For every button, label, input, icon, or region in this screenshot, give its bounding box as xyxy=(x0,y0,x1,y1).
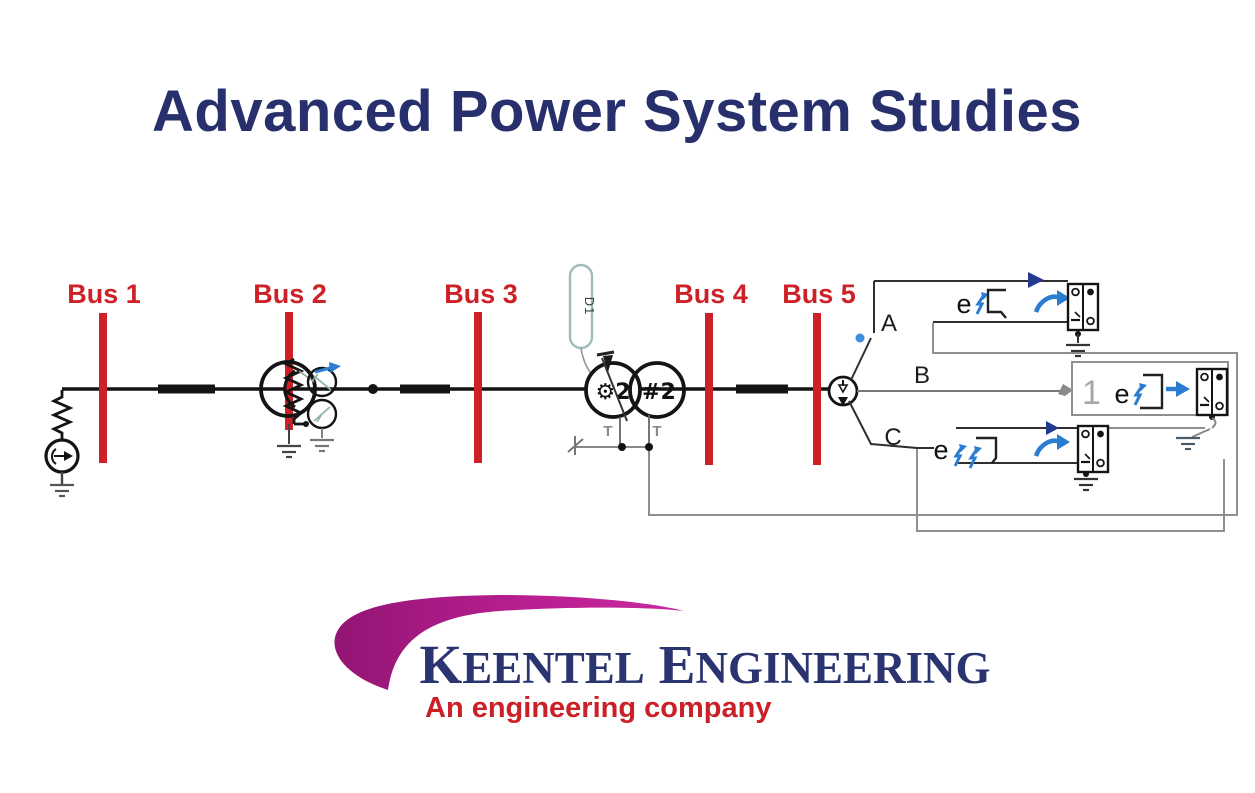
feedback-wiring xyxy=(648,323,1238,532)
bus-3-bar xyxy=(474,312,482,463)
direction-triangle-icon xyxy=(1028,272,1044,288)
switch-status-dot xyxy=(855,333,865,343)
source-impedance-zigzag xyxy=(50,390,74,440)
instrument-circle-top xyxy=(306,366,338,398)
branch-c-label: C xyxy=(884,424,901,451)
winding-marker-1: T xyxy=(603,423,612,440)
breaker-b-icon xyxy=(1195,367,1229,417)
branch-b-label: B xyxy=(914,362,930,389)
relay-hook-icon xyxy=(1140,373,1164,410)
ground-icon xyxy=(308,438,336,453)
logo-wordmark: KEENTEL ENGINEERING xyxy=(419,634,990,695)
logo-k: K xyxy=(419,634,462,695)
logo-tagline: An engineering company xyxy=(425,692,771,724)
logo: KEENTEL ENGINEERING An engineering compan… xyxy=(334,595,991,724)
bus2-machine-symbol xyxy=(259,357,341,459)
ground-icon xyxy=(1064,343,1092,358)
bus-1-label: Bus 1 xyxy=(67,279,141,309)
power-flow-arrow-icon xyxy=(329,362,341,373)
junction-dot xyxy=(368,384,378,394)
source-symbol xyxy=(44,390,80,498)
main-feeder-line xyxy=(62,384,829,394)
relay-hook-icon xyxy=(986,288,1007,319)
branch-c: C e xyxy=(848,400,1205,492)
trip-bolt-icon xyxy=(1133,381,1149,407)
relay-element-letter-b: e xyxy=(1114,379,1129,409)
ground-icon xyxy=(1174,436,1202,451)
logo-e: E xyxy=(659,634,696,695)
logo-ngineering: NGINEERING xyxy=(695,643,990,693)
relay-hook-icon xyxy=(976,436,998,464)
transformer-secondary-label: #2 xyxy=(642,380,676,405)
bus-2-bar xyxy=(285,312,293,430)
trip-bolt-icon xyxy=(968,444,984,470)
ground-icon xyxy=(48,483,76,498)
relay-element-letter-c: e xyxy=(933,435,948,465)
trip-arrow-icon xyxy=(1176,381,1190,397)
ground-icon xyxy=(1072,477,1100,492)
relay-element-letter-a: e xyxy=(956,289,971,319)
winding-zigzag xyxy=(282,357,305,424)
bus-5-label: Bus 5 xyxy=(782,279,856,309)
neutral-ground-slash-icon xyxy=(567,438,584,453)
branch-b: B 1 e xyxy=(857,361,1229,451)
trip-curve-arrow-icon xyxy=(1036,290,1070,312)
pointer-leaf-icon xyxy=(1058,384,1073,396)
bus-3-label: Bus 3 xyxy=(444,279,518,309)
page-title: Advanced Power System Studies xyxy=(152,79,1082,144)
bus-labels: Bus 1 Bus 2 Bus 3 Bus 4 Bus 5 xyxy=(67,279,856,309)
bus-5-bar xyxy=(813,313,821,465)
breaker-c-icon xyxy=(1076,424,1110,474)
bus-1-bar xyxy=(99,313,107,463)
transformer-group: D1 ⚙2 #2 T T xyxy=(567,263,686,455)
tap-changer-arm xyxy=(601,357,628,422)
branch-a-label: A xyxy=(881,310,897,337)
fanout-ct-symbol xyxy=(827,375,859,407)
transformer-secondary-circle xyxy=(628,361,686,419)
device-tag-label: D1 xyxy=(582,297,597,316)
transformer-primary-circle xyxy=(584,361,642,419)
tap-changer-flag-icon xyxy=(603,355,613,372)
winding-marker-2: T xyxy=(652,423,661,440)
bus-4-label: Bus 4 xyxy=(674,279,748,309)
breaker-a-icon xyxy=(1066,282,1100,332)
tap-position-label: 1 xyxy=(1082,374,1101,412)
logo-eentel: EENTEL xyxy=(462,643,645,693)
ground-hook xyxy=(1211,417,1217,429)
bus-4-bar xyxy=(705,313,713,465)
bus-2-label: Bus 2 xyxy=(253,279,327,309)
branch-a: A e xyxy=(850,272,1100,381)
logo-swoosh-icon xyxy=(334,595,684,690)
bus-bars xyxy=(99,312,821,465)
direction-triangle-icon xyxy=(1046,421,1059,435)
source-arrow-icon xyxy=(64,451,73,461)
trip-curve-arrow-icon xyxy=(1036,434,1070,456)
ground-icon xyxy=(275,444,303,459)
